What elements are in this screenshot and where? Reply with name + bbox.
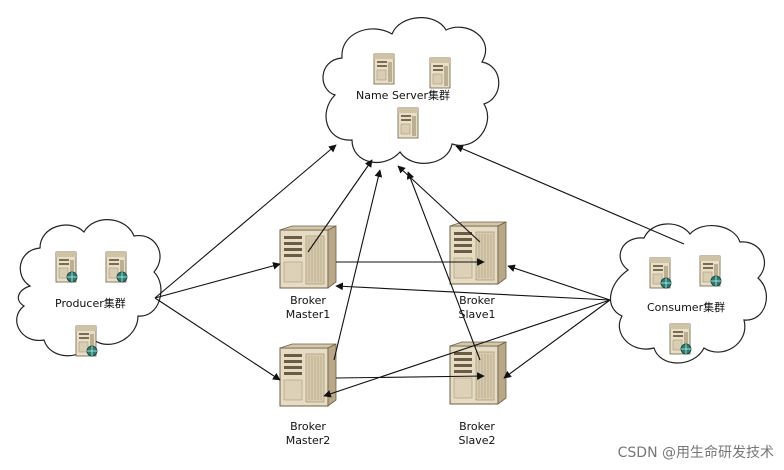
edge-producer-master1: [154, 262, 281, 299]
consumer-server-icon-1: [650, 258, 671, 288]
broker-master2-icon: [279, 343, 337, 407]
broker-slave2-label: Broker Slave2: [452, 420, 502, 448]
producer-server-icon-1: [56, 252, 77, 282]
broker-slave2-line1: Broker: [459, 420, 495, 433]
watermark: CSDN @用生命研发技术: [617, 445, 774, 461]
edge-producer-nameserver: [154, 144, 337, 299]
broker-slave1-line1: Broker: [459, 294, 495, 307]
edge-consumer-master1: [335, 282, 611, 301]
broker-slave1-icon: [449, 221, 507, 285]
broker-slave2-line2: Slave2: [458, 434, 496, 447]
edge-master2-slave2: [335, 372, 485, 380]
edge-consumer-slave1: [507, 264, 611, 301]
consumer-cloud: [609, 223, 767, 364]
edge-consumer-master2: [323, 299, 611, 398]
broker-master1-line1: Broker: [290, 294, 326, 307]
name-server-icon-1: [373, 53, 395, 85]
broker-slave1-label: Broker Slave1: [452, 294, 502, 322]
broker-master1-label: Broker Master1: [283, 294, 333, 322]
edge-master1-nameserver: [307, 159, 373, 253]
edge-slave2-nameserver: [406, 171, 481, 361]
edge-consumer-nameserver: [455, 145, 685, 245]
name-server-label: Name Server集群: [356, 89, 451, 102]
broker-master2-line2: Master2: [285, 434, 331, 447]
producer-label: Producer集群: [55, 297, 126, 310]
broker-master2-label: Broker Master2: [283, 420, 333, 448]
producer-server-icon-2: [106, 252, 127, 282]
broker-master1-line2: Master1: [285, 308, 331, 321]
edge-consumer-slave2: [503, 299, 611, 379]
consumer-label: Consumer集群: [647, 301, 726, 314]
name-server-icon-2: [429, 57, 451, 89]
broker-master1-icon: [279, 225, 337, 289]
edge-producer-master2: [154, 297, 281, 381]
producer-server-icon-3: [76, 326, 97, 356]
broker-master2-line1: Broker: [290, 420, 326, 433]
name-server-icon-3: [397, 107, 419, 139]
consumer-server-icon-2: [700, 256, 721, 286]
broker-slave1-line2: Slave1: [458, 308, 496, 321]
edge-master2-nameserver: [333, 169, 383, 361]
consumer-server-icon-3: [670, 324, 691, 354]
